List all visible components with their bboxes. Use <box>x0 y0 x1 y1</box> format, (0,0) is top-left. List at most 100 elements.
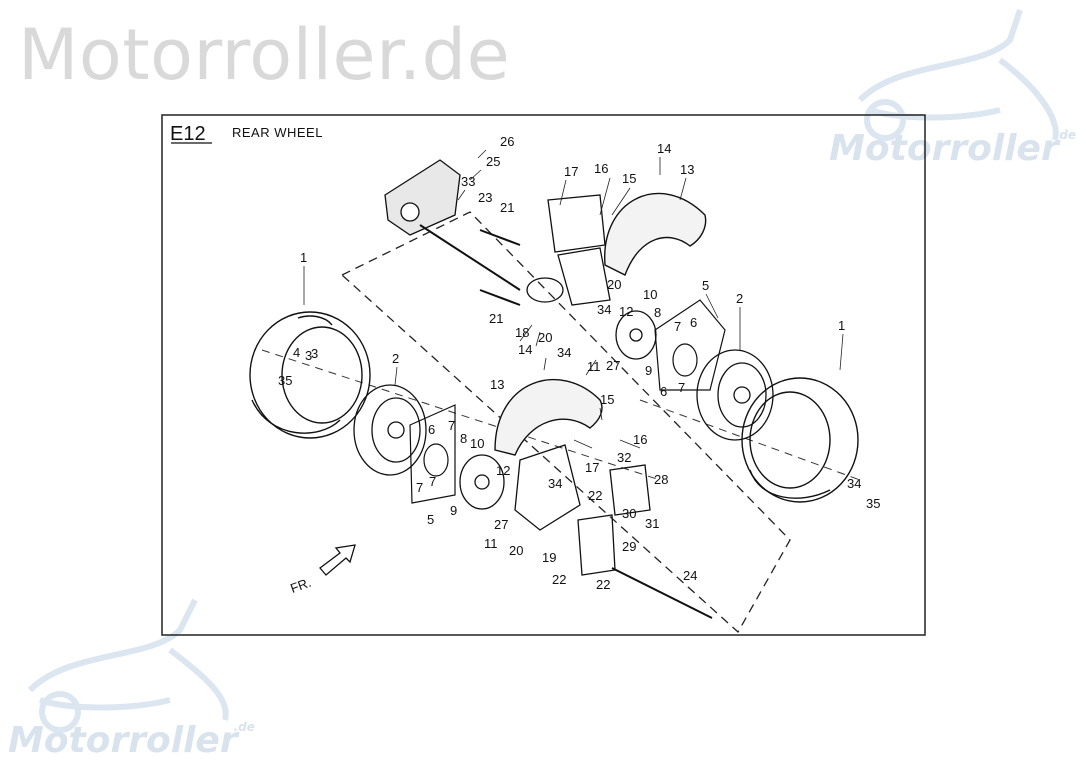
front-direction-arrow-icon <box>319 544 356 576</box>
part-label-17: 17 <box>564 164 578 179</box>
part-label-32: 32 <box>617 450 631 465</box>
part-label-5: 5 <box>702 278 709 293</box>
front-marker: FR. <box>288 575 313 596</box>
leader-line <box>585 359 597 376</box>
leader-line <box>679 177 687 201</box>
leader-line <box>599 407 603 421</box>
part-label-9: 9 <box>645 363 652 378</box>
part-label-34: 34 <box>548 476 562 491</box>
part-label-26: 26 <box>500 134 514 149</box>
part-label-16: 16 <box>594 161 608 176</box>
rim-left <box>353 384 427 476</box>
part-label-33: 33 <box>461 174 475 189</box>
part-label-17: 17 <box>585 460 599 475</box>
part-label-20: 20 <box>509 543 523 558</box>
part-label-19: 19 <box>542 550 556 565</box>
part-label-34: 34 <box>557 345 571 360</box>
part-label-35: 35 <box>866 496 880 511</box>
part-label-20: 20 <box>538 330 552 345</box>
fender-top <box>604 192 707 276</box>
part-label-16: 16 <box>633 432 647 447</box>
leader-line <box>457 189 466 201</box>
leader-line <box>469 169 482 181</box>
leader-line <box>477 149 487 159</box>
part-label-6: 6 <box>428 422 435 437</box>
assembly-boundary <box>340 211 791 634</box>
leader-line <box>599 177 611 216</box>
leader-line <box>394 366 398 386</box>
part-label-7: 7 <box>448 418 455 433</box>
site-brand: Motorroller.de <box>18 14 511 96</box>
leader-line <box>611 187 631 216</box>
leader-line <box>519 324 533 342</box>
part-label-15: 15 <box>622 171 636 186</box>
part-label-27: 27 <box>494 517 508 532</box>
leader-line <box>573 439 593 449</box>
leader-line <box>535 331 541 347</box>
part-label-1: 1 <box>838 318 845 333</box>
scooter-watermark-bottom <box>27 598 229 733</box>
part-label-31: 31 <box>645 516 659 531</box>
part-label-20: 20 <box>607 277 621 292</box>
leader-line <box>705 293 719 319</box>
part-label-1: 1 <box>300 250 307 265</box>
part-label-11: 11 <box>484 536 498 551</box>
diagram-code: E12 <box>170 123 206 145</box>
tire-right <box>741 377 859 503</box>
part-label-7: 7 <box>416 480 423 495</box>
watermark-logo-top: Motorroller.de <box>829 128 1076 169</box>
leader-line <box>619 439 641 449</box>
part-label-30: 30 <box>622 506 636 521</box>
part-label-6: 6 <box>660 384 667 399</box>
tire-left <box>249 311 371 439</box>
part-label-23: 23 <box>478 190 492 205</box>
brake-drum-left <box>459 454 505 510</box>
part-label-22: 22 <box>596 577 610 592</box>
part-label-22: 22 <box>588 488 602 503</box>
part-label-21: 21 <box>489 311 503 326</box>
part-label-25: 25 <box>486 154 500 169</box>
part-label-12: 12 <box>619 304 633 319</box>
leader-line <box>543 357 547 371</box>
gearbox <box>384 159 521 291</box>
part-label-22: 22 <box>552 572 566 587</box>
part-label-8: 8 <box>460 431 467 446</box>
part-label-3: 3 <box>305 348 312 363</box>
diagram-frame <box>161 114 926 636</box>
part-label-35: 35 <box>278 373 292 388</box>
part-label-7: 7 <box>678 380 685 395</box>
leader-line <box>839 333 844 371</box>
part-label-2: 2 <box>736 291 743 306</box>
leader-line <box>559 179 567 206</box>
part-label-3: 3 <box>311 346 318 361</box>
part-label-34: 34 <box>597 302 611 317</box>
part-label-10: 10 <box>470 436 484 451</box>
part-label-4: 4 <box>293 345 300 360</box>
part-label-9: 9 <box>450 503 457 518</box>
part-label-27: 27 <box>606 358 620 373</box>
part-label-2: 2 <box>392 351 399 366</box>
part-label-5: 5 <box>427 512 434 527</box>
part-label-10: 10 <box>643 287 657 302</box>
brake-shoe-left <box>409 404 456 504</box>
scooter-watermark-top <box>857 9 1059 141</box>
part-label-8: 8 <box>654 305 661 320</box>
part-label-6: 6 <box>690 315 697 330</box>
part-label-11: 11 <box>587 359 601 374</box>
part-label-18: 18 <box>515 325 529 340</box>
part-label-13: 13 <box>680 162 694 177</box>
part-label-14: 14 <box>518 342 532 357</box>
leader-lines <box>303 149 844 449</box>
diagram-title: REAR WHEEL <box>232 125 323 140</box>
rear-axle <box>611 567 713 619</box>
part-label-7: 7 <box>429 474 436 489</box>
part-label-28: 28 <box>654 472 668 487</box>
fender-middle <box>494 378 603 456</box>
brake-shoe-right <box>654 299 726 391</box>
part-label-24: 24 <box>683 568 697 583</box>
rim-right <box>696 349 774 441</box>
part-label-21: 21 <box>500 200 514 215</box>
part-label-34: 34 <box>847 476 861 491</box>
